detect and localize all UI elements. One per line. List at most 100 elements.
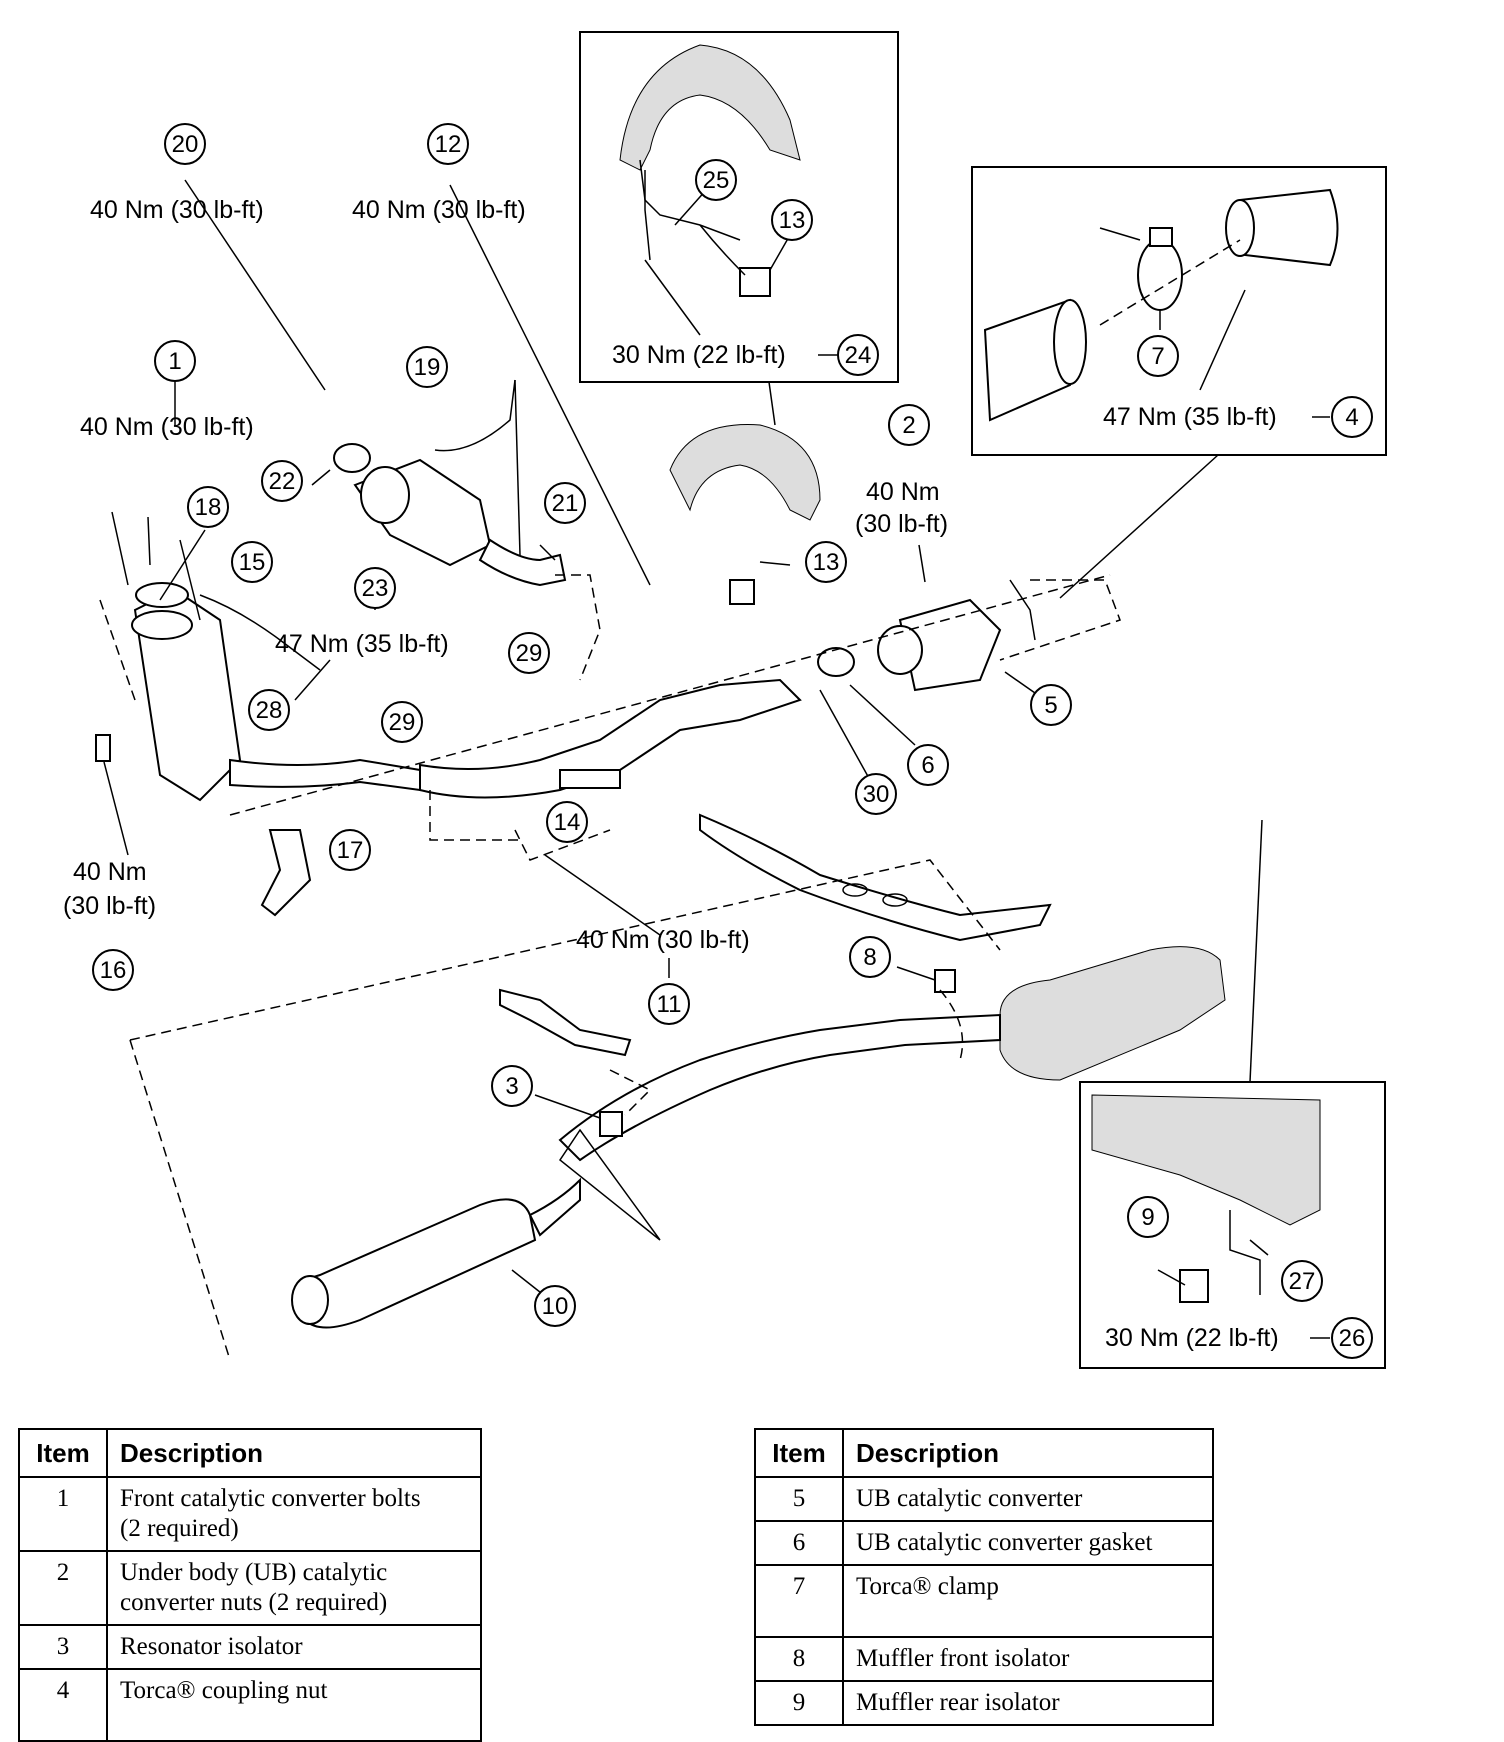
legend-row-8: 8 Muffler front isolator (754, 1636, 1214, 1682)
legend-row-7: 7 Torca® clamp (754, 1564, 1214, 1638)
svg-text:19: 19 (414, 354, 441, 381)
legend-description: UB catalytic converter gasket (842, 1520, 1214, 1566)
callout-29-lower: 29 (381, 701, 423, 743)
callout-8: 8 (849, 936, 891, 978)
svg-text:7: 7 (1151, 343, 1164, 370)
inset-heat-shield-box (579, 31, 899, 383)
legend-item-number: 4 (18, 1668, 108, 1742)
rear-muffler (999, 946, 1226, 1081)
svg-text:12: 12 (435, 131, 462, 158)
tailpipe-over-axle (558, 1013, 1001, 1162)
callout-14: 14 (546, 801, 588, 843)
callout-11: 11 (648, 983, 690, 1025)
callout-28: 28 (248, 689, 290, 731)
callout-22: 22 (261, 460, 303, 502)
legend-item-number: 9 (754, 1680, 844, 1726)
svg-text:28: 28 (256, 697, 283, 724)
svg-text:25: 25 (703, 167, 730, 194)
callout-2: 2 (888, 404, 930, 446)
isolator-3 (599, 1111, 623, 1137)
callout-13-upper: 13 (771, 199, 813, 241)
legend-header-description: Description (106, 1428, 482, 1478)
exhaust-system-diagram: 40 Nm (30 lb-ft) 40 Nm (30 lb-ft) 40 Nm … (63, 31, 1387, 1369)
legend-description: Front catalytic converter bolts(2 requir… (106, 1476, 482, 1552)
callout-5: 5 (1030, 684, 1072, 726)
legend-row-1: 1 Front catalytic converter bolts(2 requ… (18, 1476, 482, 1552)
torque-label-23: 47 Nm (35 lb-ft) (275, 630, 449, 658)
legend-item-number: 1 (18, 1476, 108, 1552)
svg-text:8: 8 (863, 944, 876, 971)
svg-text:9: 9 (1141, 1204, 1154, 1231)
torque-label-26: 30 Nm (22 lb-ft) (1105, 1324, 1279, 1352)
callout-4: 4 (1331, 396, 1373, 438)
svg-text:3: 3 (505, 1073, 518, 1100)
legend-header-item: Item (18, 1428, 108, 1478)
gasket-6 (817, 647, 855, 677)
svg-text:29: 29 (389, 709, 416, 736)
svg-text:11: 11 (657, 991, 682, 1018)
svg-text:16: 16 (100, 957, 127, 984)
legend-item-number: 2 (18, 1550, 108, 1626)
svg-text:14: 14 (554, 809, 581, 836)
legend-row-3: 3 Resonator isolator (18, 1624, 482, 1670)
callout-21: 21 (544, 482, 586, 524)
legend-row-9: 9 Muffler rear isolator (754, 1680, 1214, 1726)
callout-7: 7 (1137, 335, 1179, 377)
svg-text:29: 29 (516, 640, 543, 667)
crossmember (699, 813, 1052, 942)
svg-text:30: 30 (863, 781, 890, 808)
callout-17: 17 (329, 829, 371, 871)
callout-30: 30 (855, 773, 897, 815)
legend-description: Muffler front isolator (842, 1636, 1214, 1682)
svg-text:1: 1 (168, 348, 181, 375)
torque-label-24: 30 Nm (22 lb-ft) (612, 341, 786, 369)
ub-catalytic-converter (898, 598, 1002, 692)
torque-label-2-line2: (30 lb-ft) (855, 510, 948, 538)
legend-description: Torca® coupling nut (106, 1668, 482, 1742)
isolator-9 (1179, 1269, 1209, 1303)
isolator-13-lower (729, 579, 755, 605)
inset-rear-isolator-box (1079, 1081, 1386, 1369)
callout-18: 18 (187, 486, 229, 528)
heat-shield-middle (669, 424, 821, 521)
legend-item-number: 8 (754, 1636, 844, 1682)
callout-27: 27 (1281, 1260, 1323, 1302)
inset-torca-clamp-box (971, 166, 1387, 456)
svg-text:21: 21 (552, 490, 579, 517)
svg-text:13: 13 (779, 207, 806, 234)
isolator-13-upper (739, 267, 771, 297)
torca-clamp (1137, 239, 1183, 311)
legend-description: UB catalytic converter (842, 1476, 1214, 1522)
callout-29-upper: 29 (508, 632, 550, 674)
callout-13-lower: 13 (805, 541, 847, 583)
torque-label-16-line1: 40 Nm (73, 858, 147, 886)
heat-shield-upper (619, 44, 801, 171)
callout-19: 19 (406, 346, 448, 388)
legend-item-number: 6 (754, 1520, 844, 1566)
svg-text:6: 6 (921, 752, 934, 779)
isolator-8 (934, 969, 956, 993)
callout-23: 23 (354, 567, 396, 609)
svg-text:5: 5 (1044, 692, 1057, 719)
torque-label-4: 47 Nm (35 lb-ft) (1103, 403, 1277, 431)
legend-row-5: 5 UB catalytic converter (754, 1476, 1214, 1522)
callout-24: 24 (837, 334, 879, 376)
floor-bracket (1091, 1094, 1321, 1226)
callout-15: 15 (231, 541, 273, 583)
torque-label-1: 40 Nm (30 lb-ft) (80, 413, 254, 441)
svg-text:13: 13 (813, 549, 840, 576)
rear-pipe-end (1238, 188, 1339, 267)
legend-header-item: Item (754, 1428, 844, 1478)
svg-text:20: 20 (172, 131, 199, 158)
callout-10: 10 (534, 1285, 576, 1327)
legend-row-4: 4 Torca® coupling nut (18, 1668, 482, 1742)
svg-text:26: 26 (1339, 1325, 1366, 1352)
legend-item-number: 5 (754, 1476, 844, 1522)
svg-text:27: 27 (1289, 1268, 1316, 1295)
callout-12: 12 (427, 123, 469, 165)
svg-text:18: 18 (195, 494, 222, 521)
callout-9: 9 (1127, 1196, 1169, 1238)
bracket-16 (260, 829, 312, 917)
svg-text:22: 22 (269, 468, 296, 495)
